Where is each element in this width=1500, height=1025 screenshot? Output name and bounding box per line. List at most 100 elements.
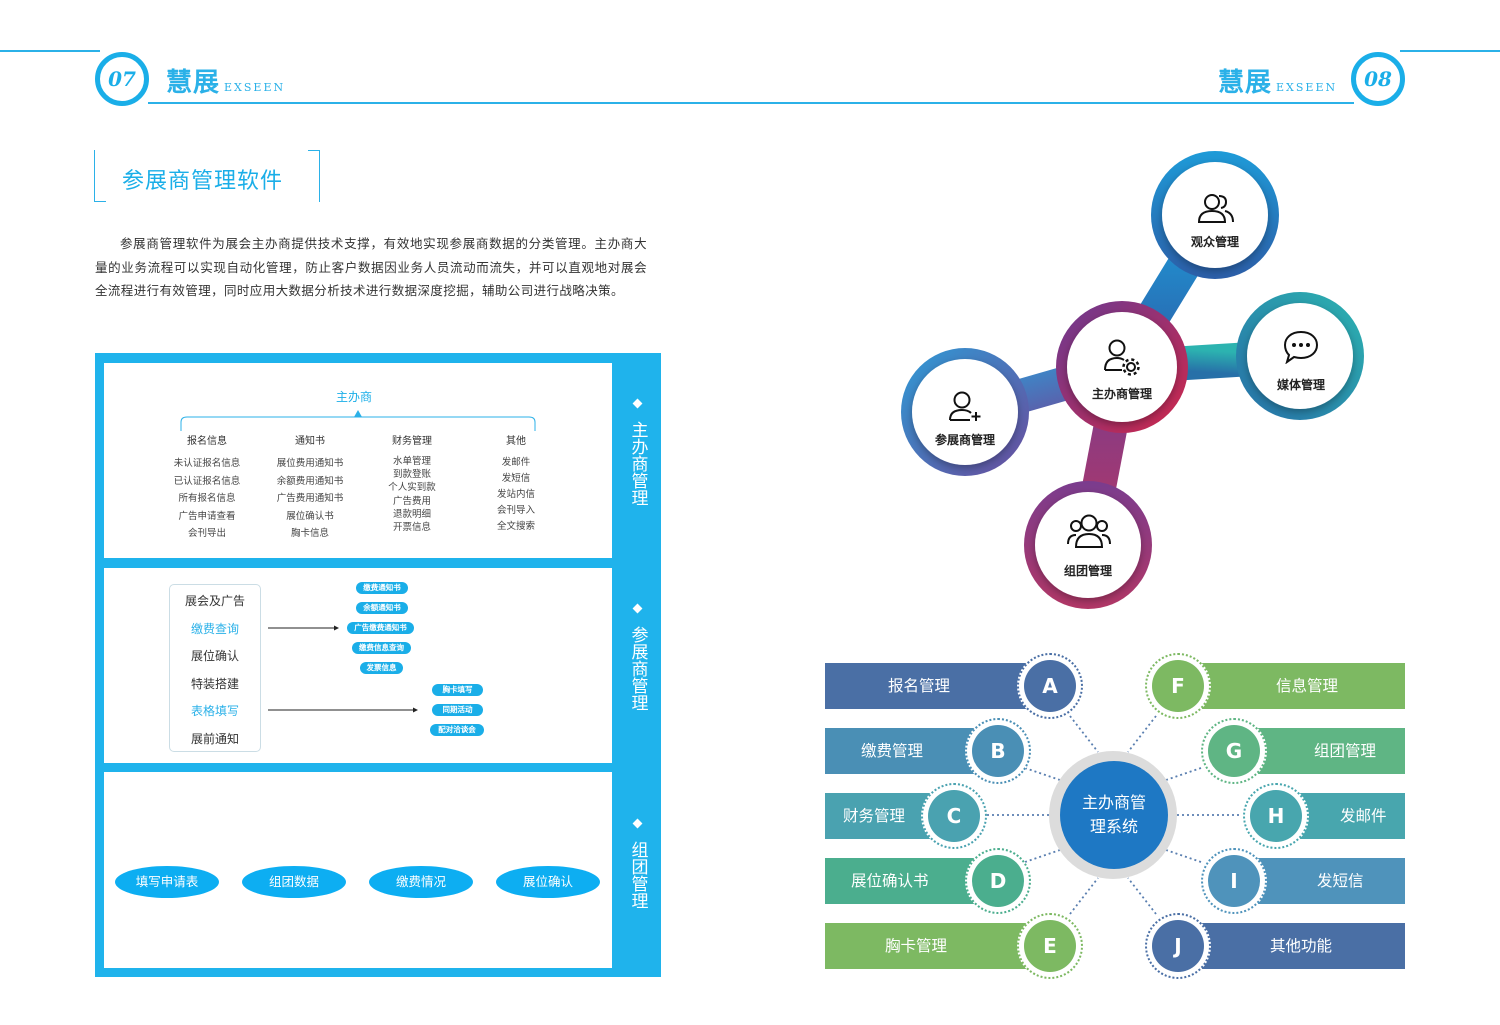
pill-payment-notice[interactable]: 缴费通知书 [356, 582, 408, 594]
list-item[interactable]: 广告费用通知书 [276, 493, 344, 504]
pill-payment-info-query[interactable]: 缴费信息查询 [352, 642, 411, 654]
title-frame-corner [94, 201, 106, 202]
bar-info[interactable]: 信息管理 [1190, 663, 1405, 709]
column-title: 通知书 [295, 436, 325, 447]
menu-item-expo-ads[interactable]: 展会及广告 [184, 594, 245, 608]
brand-en: EXSEEN [1276, 81, 1338, 94]
list-item[interactable]: 到款登账 [392, 469, 431, 481]
button-fill-application[interactable]: 填写申请表 [115, 866, 219, 898]
brand-en: EXSEEN [224, 81, 286, 94]
column-title: 财务管理 [392, 436, 432, 447]
organizer-head: 主办商 [336, 390, 373, 404]
bar-label: 其他功能 [1270, 937, 1333, 955]
organizer-panel [104, 363, 612, 558]
system-center[interactable]: 主办商管 理系统 [1060, 761, 1168, 869]
list-item[interactable]: 发站内信 [496, 489, 535, 500]
brand-cn: 慧展 [1218, 68, 1273, 98]
list-item[interactable]: 已认证报名信息 [173, 475, 241, 487]
title-frame-corner [308, 150, 320, 151]
bar-badge[interactable]: 胸卡管理 [825, 923, 1035, 969]
section-title: 参展商管理软件 [122, 169, 284, 194]
pill-concurrent-event[interactable]: 同期活动 [432, 704, 483, 716]
list-item[interactable]: 广告申请查看 [178, 510, 236, 522]
intro-paragraph: 参展商管理软件为展会主办商提供技术支撑，有效地实现参展商数据的分类管理。主办商大… [95, 236, 647, 298]
arrow-forms [268, 707, 418, 713]
letter-i[interactable]: I [1208, 855, 1260, 907]
menu-item-booth-confirm[interactable]: 展位确认 [190, 649, 239, 663]
bar-label: 信息管理 [1276, 677, 1339, 695]
list-item[interactable]: 退款明细 [392, 508, 431, 520]
letter-b[interactable]: B [972, 725, 1024, 777]
list-item[interactable]: 水单管理 [392, 456, 431, 467]
letter-a[interactable]: A [1024, 660, 1076, 712]
letter-j[interactable]: J [1152, 920, 1204, 972]
hub-audience-label[interactable]: 观众管理 [1190, 235, 1239, 249]
hub-exhibitor-label[interactable]: 参展商管理 [934, 433, 995, 447]
list-item[interactable]: 开票信息 [392, 522, 431, 534]
button-payment-status[interactable]: 缴费情况 [369, 866, 473, 898]
pill-invoice-info[interactable]: 发票信息 [360, 662, 403, 674]
column-finance: 财务管理 水单管理 到款登账 个人实到款 广告费用 退款明细 开票信息 [365, 432, 459, 534]
side-label-text: 主办商管理 [627, 421, 648, 506]
arrow-payment [268, 625, 339, 631]
list-item[interactable]: 个人实到款 [388, 482, 436, 494]
bar-label: 报名管理 [888, 677, 951, 695]
bar-registration[interactable]: 报名管理 [825, 663, 1035, 709]
letter-f[interactable]: F [1152, 660, 1204, 712]
bar-other[interactable]: 其他功能 [1190, 923, 1405, 969]
title-frame [94, 150, 95, 202]
menu-item-pre-show-notice[interactable]: 展前通知 [190, 732, 239, 746]
brand-left: 慧展 EXSEEN [166, 62, 285, 99]
pill-badge-fill[interactable]: 胸卡填写 [432, 684, 483, 696]
letter-h[interactable]: H [1250, 790, 1302, 842]
hub-center-label[interactable]: 主办商管理 [1091, 387, 1152, 401]
hub-diagram [901, 151, 1364, 609]
menu-item-special-build[interactable]: 特装搭建 [190, 677, 239, 691]
list-item[interactable]: 发邮件 [501, 457, 531, 468]
column-title: 其他 [506, 436, 526, 447]
column-registration: 报名信息 未认证报名信息 已认证报名信息 所有报名信息 广告申请查看 会刊导出 [160, 432, 254, 543]
button-booth-confirm[interactable]: 展位确认 [496, 866, 600, 898]
button-group-data[interactable]: 组团数据 [242, 866, 346, 898]
letter-c[interactable]: C [928, 790, 980, 842]
diamond-icon [632, 603, 643, 614]
letter-e[interactable]: E [1024, 920, 1076, 972]
hub-group-label[interactable]: 组团管理 [1063, 564, 1112, 578]
bar-label: 展位确认书 [851, 872, 929, 890]
bar-label: 缴费管理 [861, 742, 924, 760]
header-line-right [1400, 50, 1500, 52]
title-frame [319, 150, 320, 202]
add-user-icon [949, 391, 981, 421]
bar-label: 财务管理 [843, 807, 906, 825]
hub-media-label[interactable]: 媒体管理 [1276, 378, 1325, 392]
letter-d[interactable]: D [972, 855, 1024, 907]
list-item[interactable]: 广告费用 [392, 495, 431, 507]
group-icon [1067, 514, 1111, 548]
user-gear-icon [1104, 339, 1140, 376]
side-label-group: 组团管理 [614, 818, 661, 909]
page-number-right: 08 [1351, 52, 1405, 106]
list-item[interactable]: 全文搜索 [496, 521, 535, 532]
list-item[interactable]: 展位确认书 [286, 510, 334, 522]
pill-balance-notice[interactable]: 余额通知书 [356, 602, 408, 614]
menu-item-form-fill[interactable]: 表格填写 [190, 704, 239, 718]
list-item[interactable]: 展位费用通知书 [276, 458, 344, 469]
letter-g[interactable]: G [1208, 725, 1260, 777]
list-item[interactable]: 所有报名信息 [178, 493, 236, 504]
menu-item-payment-query[interactable]: 缴费查询 [190, 622, 239, 636]
page-number-left: 07 [95, 52, 149, 106]
list-item[interactable]: 会刊导出 [187, 528, 226, 539]
header-line-bottom [148, 102, 1354, 104]
list-item[interactable]: 胸卡信息 [290, 528, 329, 539]
system-center-line: 理系统 [1089, 817, 1138, 836]
bar-label: 发邮件 [1340, 807, 1387, 825]
brand-right: 慧展 EXSEEN [1218, 62, 1337, 99]
list-item[interactable]: 余额费用通知书 [276, 475, 344, 487]
column-other: 其他 发邮件 发短信 发站内信 会刊导入 全文搜索 [469, 432, 563, 535]
list-item[interactable]: 发短信 [501, 473, 531, 484]
bar-label: 组团管理 [1314, 742, 1377, 760]
list-item[interactable]: 会刊导入 [496, 505, 535, 516]
pill-matchmaking[interactable]: 配对洽谈会 [430, 724, 484, 736]
list-item[interactable]: 未认证报名信息 [173, 458, 241, 469]
pill-ad-payment-notice[interactable]: 广告缴费通知书 [347, 622, 414, 634]
